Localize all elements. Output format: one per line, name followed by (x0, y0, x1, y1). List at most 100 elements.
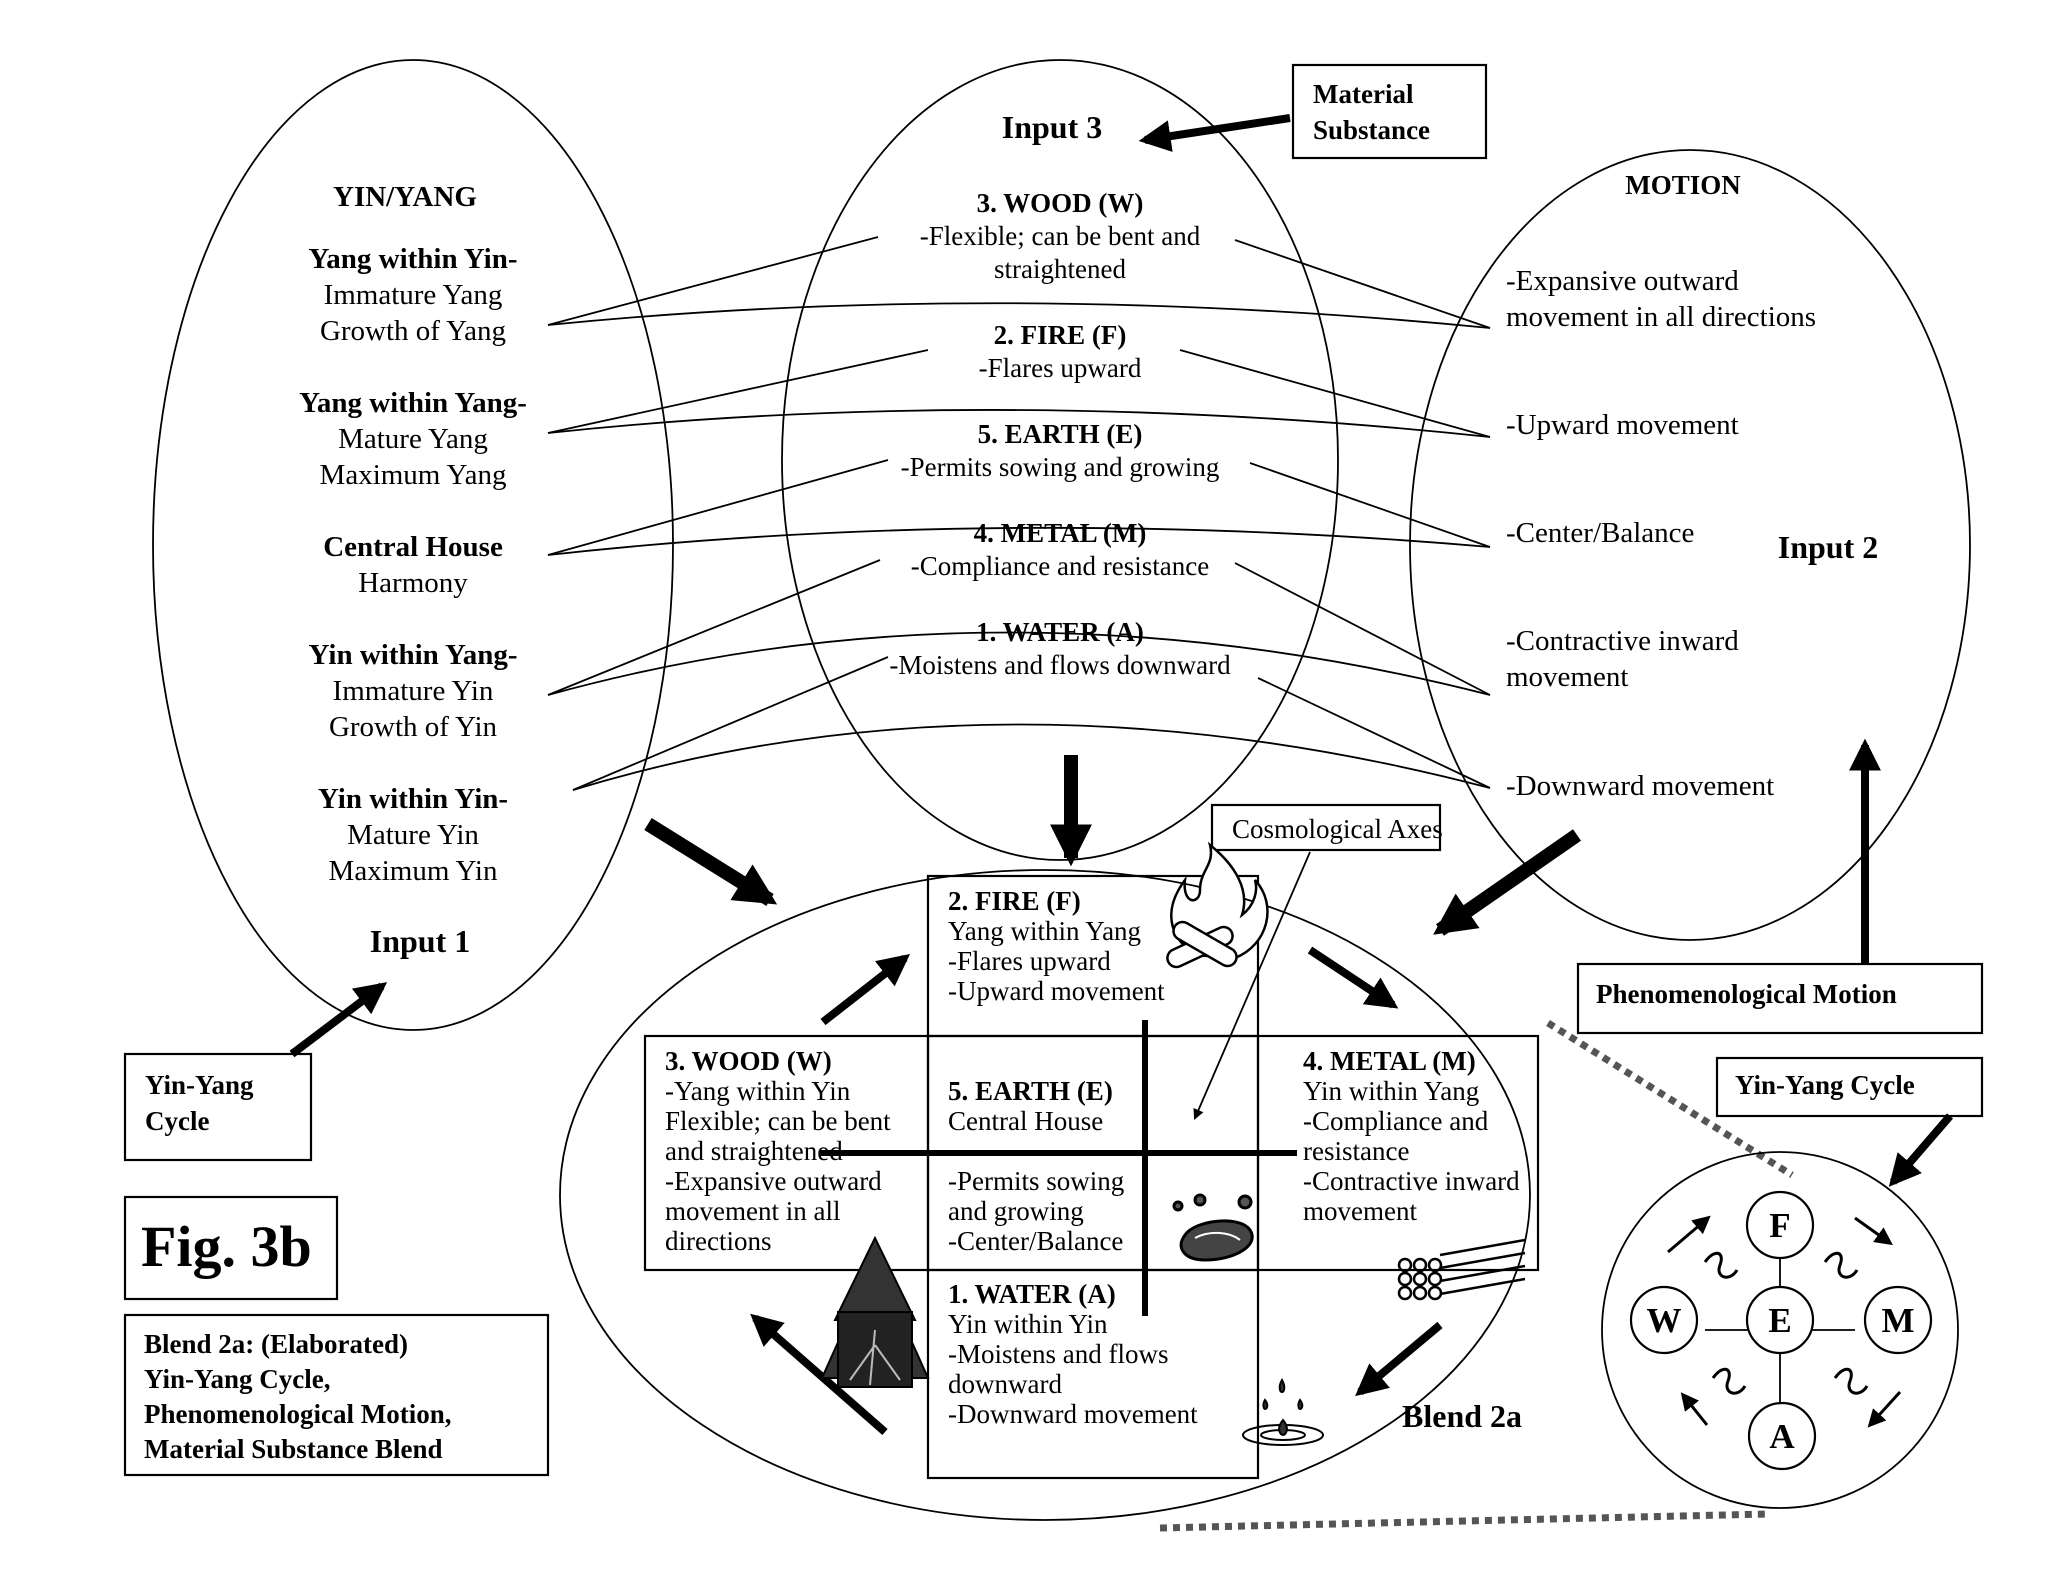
input2-entry-line: -Center/Balance (1506, 517, 1694, 549)
caption-line: Blend 2a: (Elaborated) (144, 1329, 408, 1359)
input1-ellipse (152, 59, 674, 1031)
callout-dotted-line (1546, 1020, 1794, 1178)
svg-text:Yin within Yang: Yin within Yang (1303, 1076, 1479, 1106)
fire-icon (1166, 841, 1269, 969)
svg-text:2. FIRE (F): 2. FIRE (F) (948, 886, 1081, 916)
input1-entry-line: Growth of Yang (320, 315, 506, 347)
svg-text:-Downward movement: -Downward movement (948, 1399, 1198, 1429)
figure-label-box: Fig. 3b (123, 1195, 339, 1301)
input2-content: MOTION -Expansive outward movement in al… (1506, 170, 1878, 802)
input2-entry-line: -Expansive outward (1506, 265, 1739, 297)
input2-entry-line: movement in all directions (1506, 301, 1816, 333)
svg-text:-Compliance and: -Compliance and (1303, 1106, 1489, 1136)
cycle-node-fire: F (1769, 1206, 1790, 1245)
blend-metal-cell: 4. METAL (M) Yin within Yang -Compliance… (1303, 1046, 1520, 1226)
cycle-node-wood: W (1647, 1301, 1682, 1340)
phenomenological-motion-box: Phenomenological Motion (1576, 962, 1984, 1035)
water-drop-icon (1242, 1377, 1324, 1446)
input1-content: YIN/YANG Yang within Yin- Immature Yang … (299, 181, 527, 959)
input1-entry-title: Yang within Yin- (309, 243, 518, 275)
input1-heading: YIN/YANG (333, 181, 477, 213)
svg-text:Yin within Yin: Yin within Yin (948, 1309, 1108, 1339)
input2-heading: MOTION (1625, 170, 1741, 200)
svg-text:Phenomenological Motion: Phenomenological Motion (1596, 979, 1897, 1009)
cycle-node-earth: E (1768, 1301, 1791, 1340)
svg-text:Yin-Yang: Yin-Yang (145, 1070, 254, 1100)
svg-text:Cycle: Cycle (145, 1106, 209, 1136)
material-substance-arrow (1138, 114, 1291, 152)
tree-icon (820, 1235, 930, 1388)
svg-text:4. METAL (M): 4. METAL (M) (1303, 1046, 1476, 1076)
input3-label: Input 3 (1002, 109, 1103, 145)
input3-entry-line: straightened (994, 254, 1126, 284)
input3-entry-title: 3. WOOD (W) (977, 188, 1144, 218)
caption-line: Material Substance Blend (144, 1434, 443, 1464)
svg-text:resistance: resistance (1303, 1136, 1409, 1166)
input1-entry-line: Growth of Yin (329, 711, 498, 743)
input2-to-blend-arrow (1433, 829, 1581, 936)
svg-text:and straightened: and straightened (665, 1136, 843, 1166)
svg-text:-Moistens and flows: -Moistens and flows (948, 1339, 1168, 1369)
yin-yang-cycle-arrow-left (289, 982, 388, 1058)
caption-box: Blend 2a: (Elaborated) Yin-Yang Cycle, P… (123, 1313, 550, 1477)
cycle-nodes (1629, 1190, 1933, 1471)
input3-entry-line: -Flexible; can be bent and (920, 221, 1201, 251)
blend-ellipse (559, 869, 1531, 1521)
input1-entry-line: Harmony (358, 567, 468, 599)
svg-text:1. WATER (A): 1. WATER (A) (948, 1279, 1116, 1309)
cycle-node-metal: M (1881, 1301, 1914, 1340)
correspondence-lines (547, 236, 1491, 791)
svg-text:3. WOOD (W): 3. WOOD (W) (665, 1046, 832, 1076)
input2-entry-line: -Downward movement (1506, 770, 1774, 802)
input3-entry-title: 4. METAL (M) (974, 518, 1147, 548)
yin-yang-cycle-box-right: Yin-Yang Cycle (1715, 1056, 1984, 1118)
svg-text:movement: movement (1303, 1196, 1417, 1226)
input1-label: Input 1 (370, 923, 471, 959)
input2-entry-line: -Upward movement (1506, 409, 1739, 441)
yin-yang-cycle-box-left: Yin-Yang Cycle (123, 1052, 313, 1162)
input3-entry-title: 2. FIRE (F) (994, 320, 1127, 350)
cycle-arrow-fire-to-metal (1307, 946, 1399, 1009)
input1-entry-line: Immature Yang (324, 279, 503, 311)
input1-entry-line: Immature Yin (333, 675, 494, 707)
rock-icon (1172, 1193, 1254, 1262)
input3-entry-line: -Permits sowing and growing (901, 452, 1220, 482)
blend-wood-cell: 3. WOOD (W) -Yang within Yin Flexible; c… (665, 1046, 891, 1256)
input1-entry-title: Yin within Yang- (309, 639, 518, 671)
callout-dotted-line (1159, 1510, 1769, 1532)
svg-text:Yin-Yang Cycle: Yin-Yang Cycle (1735, 1070, 1915, 1100)
input1-entry-title: Yang within Yang- (299, 387, 527, 419)
input3-entry-line: -Flares upward (979, 353, 1142, 383)
svg-text:directions: directions (665, 1226, 771, 1256)
material-substance-box: Material Substance (1291, 63, 1488, 160)
cycle-arrow-water-to-wood (750, 1313, 888, 1436)
input2-entry-line: -Contractive inward (1506, 625, 1739, 657)
cosmological-axes-arrow (1193, 851, 1311, 1120)
yin-yang-cycle-arrow-right (1888, 1113, 1954, 1187)
svg-text:downward: downward (948, 1369, 1062, 1399)
svg-text:5. EARTH (E): 5. EARTH (E) (948, 1076, 1113, 1106)
blend-fire-cell: 2. FIRE (F) Yang within Yang -Flares upw… (948, 886, 1165, 1006)
svg-text:Flexible; can be bent: Flexible; can be bent (665, 1106, 891, 1136)
input1-to-blend-arrow (644, 818, 778, 906)
svg-text:Material: Material (1313, 79, 1414, 109)
input1-entry-line: Maximum Yin (329, 855, 498, 887)
svg-text:Yang within Yang: Yang within Yang (948, 916, 1141, 946)
caption-line: Yin-Yang Cycle, (144, 1364, 331, 1394)
cycle-arrow-metal-to-water (1355, 1321, 1443, 1397)
blend-earth-cell: 5. EARTH (E) Central House -Permits sowi… (948, 1076, 1124, 1256)
svg-text:-Permits sowing: -Permits sowing (948, 1166, 1124, 1196)
input1-entry-line: Mature Yang (338, 423, 488, 455)
input2-label: Input 2 (1778, 529, 1879, 565)
blend-grid (643, 874, 1540, 1480)
input1-entry-title: Yin within Yin- (318, 783, 508, 815)
cosmological-axes-box: Cosmological Axes (1210, 803, 1443, 852)
svg-text:-Upward movement: -Upward movement (948, 976, 1165, 1006)
input1-entry-line: Maximum Yang (320, 459, 507, 491)
svg-text:Central House: Central House (948, 1106, 1103, 1136)
input3-content: Input 3 3. WOOD (W) -Flexible; can be be… (889, 109, 1231, 680)
svg-text:and growing: and growing (948, 1196, 1084, 1226)
blend-water-cell: 1. WATER (A) Yin within Yin -Moistens an… (948, 1279, 1198, 1429)
input1-entry-title: Central House (323, 531, 503, 563)
